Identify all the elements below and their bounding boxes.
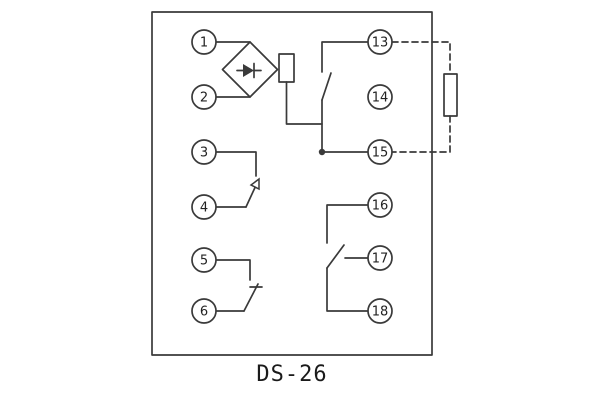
dashed-link-resistor-terminal15: [391, 115, 451, 153]
wire-terminal18-contact: [326, 267, 369, 312]
relay-case-outline: [151, 11, 433, 356]
contact-16-17-blade: [326, 244, 345, 269]
terminal-14-circle: [367, 84, 393, 110]
terminal-15-circle: [367, 139, 393, 165]
terminal-16: 16: [367, 192, 393, 218]
terminal-15: 15: [367, 139, 393, 165]
terminal-17-circle: [367, 245, 393, 271]
rectifier-bridge: [221, 41, 279, 98]
terminal-6-circle: [191, 298, 217, 324]
terminal-4-label: 4: [200, 201, 208, 216]
terminal-16-circle: [367, 192, 393, 218]
terminal-13-label: 13: [372, 36, 389, 51]
terminal-5-circle: [191, 247, 217, 273]
terminal-17: 17: [367, 245, 393, 271]
terminal-5: 5: [191, 247, 217, 273]
dashed-link-terminal13-resistor: [391, 41, 451, 75]
wire-terminal16-contact: [326, 204, 369, 244]
terminal-2-circle: [191, 84, 217, 110]
terminal-17-label: 17: [372, 252, 389, 267]
terminal-3: 3: [191, 139, 217, 165]
wire-terminal5-contact: [215, 259, 251, 281]
terminal-3-label: 3: [200, 146, 208, 161]
contact-5-6-blade: [243, 283, 259, 312]
contact-3-4-arrowhead: [249, 177, 260, 191]
terminal-15-label: 15: [372, 146, 389, 161]
wire-coil-junction: [285, 81, 323, 125]
terminals: 1 2 3 4 5 6 13 14: [191, 29, 393, 324]
terminal-4: 4: [191, 194, 217, 220]
contact-13-15-blade: [321, 72, 332, 101]
terminal-1-label: 1: [200, 36, 208, 51]
junction-dot: [318, 148, 326, 156]
filled-shapes: [243, 64, 326, 156]
terminal-1: 1: [191, 29, 217, 55]
terminal-2-label: 2: [200, 91, 208, 106]
terminal-14: 14: [367, 84, 393, 110]
diode-triangle: [243, 64, 254, 77]
terminal-18-label: 18: [372, 305, 389, 320]
terminal-18: 18: [367, 298, 393, 324]
terminal-13-circle: [367, 29, 393, 55]
terminal-3-circle: [191, 139, 217, 165]
diagram-title: DS-26: [256, 362, 327, 387]
wire-terminal13-contact: [321, 41, 369, 73]
terminal-4-circle: [191, 194, 217, 220]
terminal-1-circle: [191, 29, 217, 55]
terminal-14-label: 14: [372, 91, 389, 106]
wire-terminal3-contact: [215, 151, 257, 177]
schematic-lines: [151, 11, 458, 356]
terminal-18-circle: [367, 298, 393, 324]
terminal-5-label: 5: [200, 254, 208, 269]
terminal-2: 2: [191, 84, 217, 110]
terminal-6-label: 6: [200, 305, 208, 320]
terminal-13: 13: [367, 29, 393, 55]
terminal-6: 6: [191, 298, 217, 324]
terminal-16-label: 16: [372, 199, 389, 214]
